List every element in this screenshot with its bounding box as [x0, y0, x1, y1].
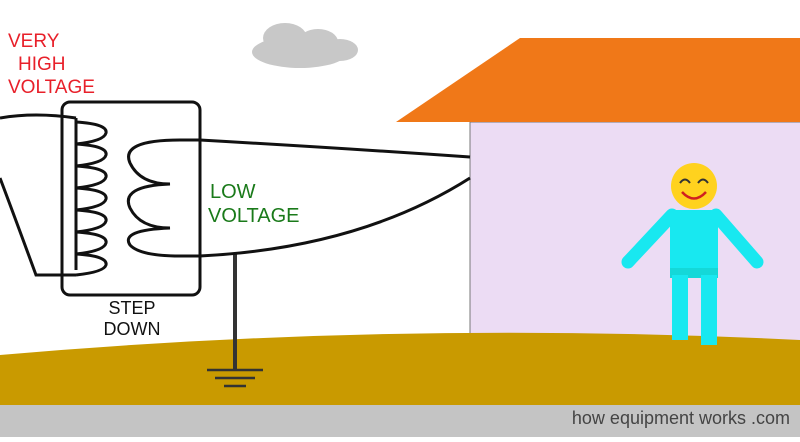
- house-roof: [396, 38, 800, 122]
- ground: [0, 332, 800, 405]
- step-down-label-line1: STEP: [108, 298, 155, 318]
- output-wires: [199, 138, 471, 258]
- ground-symbol-icon: [207, 368, 263, 388]
- secondary-coil-icon: [126, 138, 200, 258]
- footer-bar: [0, 405, 800, 437]
- low-voltage-label-line2: VOLTAGE: [208, 205, 300, 227]
- person-figure: [621, 208, 764, 345]
- low-voltage-label-line1: LOW: [210, 181, 256, 203]
- transformer-housing: [60, 100, 202, 297]
- cloud-icon: [252, 23, 358, 68]
- smiley-face-icon: [671, 163, 717, 209]
- input-wires: [0, 113, 77, 277]
- watermark: how equipment works .com: [572, 408, 790, 428]
- primary-coil-icon: [74, 118, 108, 277]
- house-wall: [469, 121, 800, 363]
- step-down-label-line2: DOWN: [104, 319, 161, 339]
- very-high-voltage-label-line2: HIGH: [18, 54, 66, 75]
- very-high-voltage-label-line1: VERY: [8, 31, 60, 52]
- very-high-voltage-label-line3: VOLTAGE: [8, 77, 95, 98]
